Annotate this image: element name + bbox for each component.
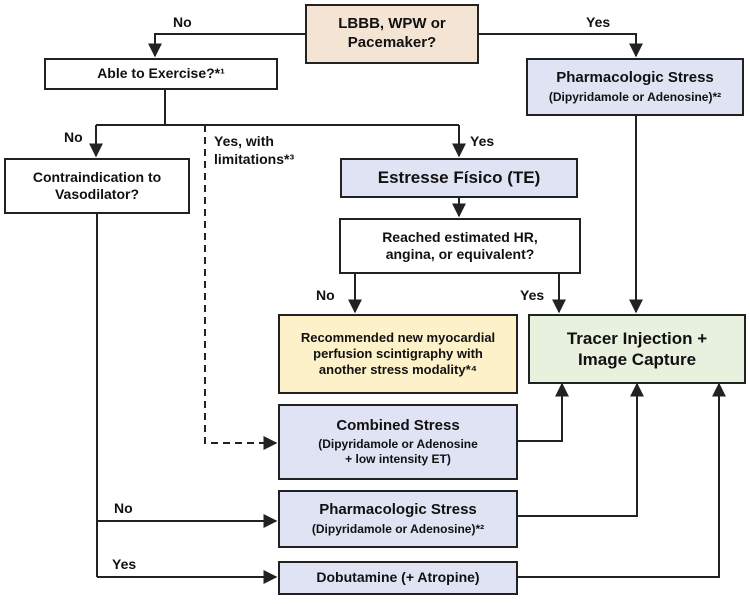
label-exercise-limited-2: limitations*³ xyxy=(214,151,295,167)
label-start-no: No xyxy=(173,14,192,30)
tracer-injection-node: Tracer Injection + Image Capture xyxy=(528,314,746,384)
reached-hr-line1: Reached estimated HR, xyxy=(382,228,538,245)
tracer-line1: Tracer Injection + xyxy=(566,328,708,348)
edge-exercise-limited xyxy=(204,125,278,450)
label-contra-no: No xyxy=(114,500,133,516)
pharmacologic-stress-bottom-title: Pharmacologic Stress xyxy=(319,501,477,519)
reached-hr-node: Reached estimated HR, angina, or equival… xyxy=(339,218,581,274)
tracer-line2: Image Capture xyxy=(577,350,697,369)
edge-combined-tracer xyxy=(518,382,569,442)
pharmacologic-stress-top-sub: (Dipyridamole or Adenosine)*² xyxy=(548,89,722,104)
edge-dobutamine-tracer xyxy=(518,382,726,578)
label-exercise-yes: Yes xyxy=(470,133,495,149)
contraindication-node: Contraindication to Vasodilator? xyxy=(4,158,190,214)
edge-pharm-bottom-tracer xyxy=(518,382,644,517)
label-start-yes: Yes xyxy=(586,14,611,30)
edge-start-no xyxy=(148,33,305,58)
combined-stress-title: Combined Stress xyxy=(336,416,460,434)
exercise-node: Able to Exercise?*¹ xyxy=(44,58,278,90)
label-exercise-no: No xyxy=(64,129,83,145)
recommend-line1: Recommended new myocardial xyxy=(300,329,496,345)
pharmacologic-stress-bottom-sub: (Dipyridamole or Adenosine)*² xyxy=(311,521,485,536)
pharmacologic-stress-bottom-node: Pharmacologic Stress (Dipyridamole or Ad… xyxy=(278,490,518,548)
edge-start-yes xyxy=(479,33,643,58)
exercise-node-text: Able to Exercise?*¹ xyxy=(97,65,225,82)
dobutamine-text: Dobutamine (+ Atropine) xyxy=(316,569,480,586)
label-contra-yes: Yes xyxy=(112,556,137,572)
physical-stress-node: Estresse Físico (TE) xyxy=(340,158,578,198)
pharmacologic-stress-top-node: Pharmacologic Stress (Dipyridamole or Ad… xyxy=(526,58,744,116)
recommend-line3: another stress modality*⁴ xyxy=(318,362,478,378)
combined-stress-sub2: + low intensity ET) xyxy=(345,452,451,467)
start-node-line1: LBBB, WPW or xyxy=(338,15,446,33)
contraindication-line1: Contraindication to xyxy=(32,168,162,185)
contraindication-line2: Vasodilator? xyxy=(54,186,140,202)
label-exercise-limited-1: Yes, with xyxy=(214,133,274,149)
start-node: LBBB, WPW or Pacemaker? xyxy=(305,4,479,64)
combined-stress-node: Combined Stress (Dipyridamole or Adenosi… xyxy=(278,404,518,480)
dobutamine-node: Dobutamine (+ Atropine) xyxy=(278,561,518,595)
physical-stress-text: Estresse Físico (TE) xyxy=(377,168,541,188)
start-node-line2: Pacemaker? xyxy=(347,34,437,51)
label-reached-no: No xyxy=(316,287,335,303)
label-reached-yes: Yes xyxy=(520,287,545,303)
pharmacologic-stress-top-title: Pharmacologic Stress xyxy=(556,69,714,87)
combined-stress-sub1: (Dipyridamole or Adenosine xyxy=(318,437,478,452)
recommend-line2: perfusion scintigraphy with xyxy=(313,345,483,361)
recommend-new-scintigraphy-node: Recommended new myocardial perfusion sci… xyxy=(278,314,518,394)
reached-hr-line2: angina, or equivalent? xyxy=(385,246,535,262)
